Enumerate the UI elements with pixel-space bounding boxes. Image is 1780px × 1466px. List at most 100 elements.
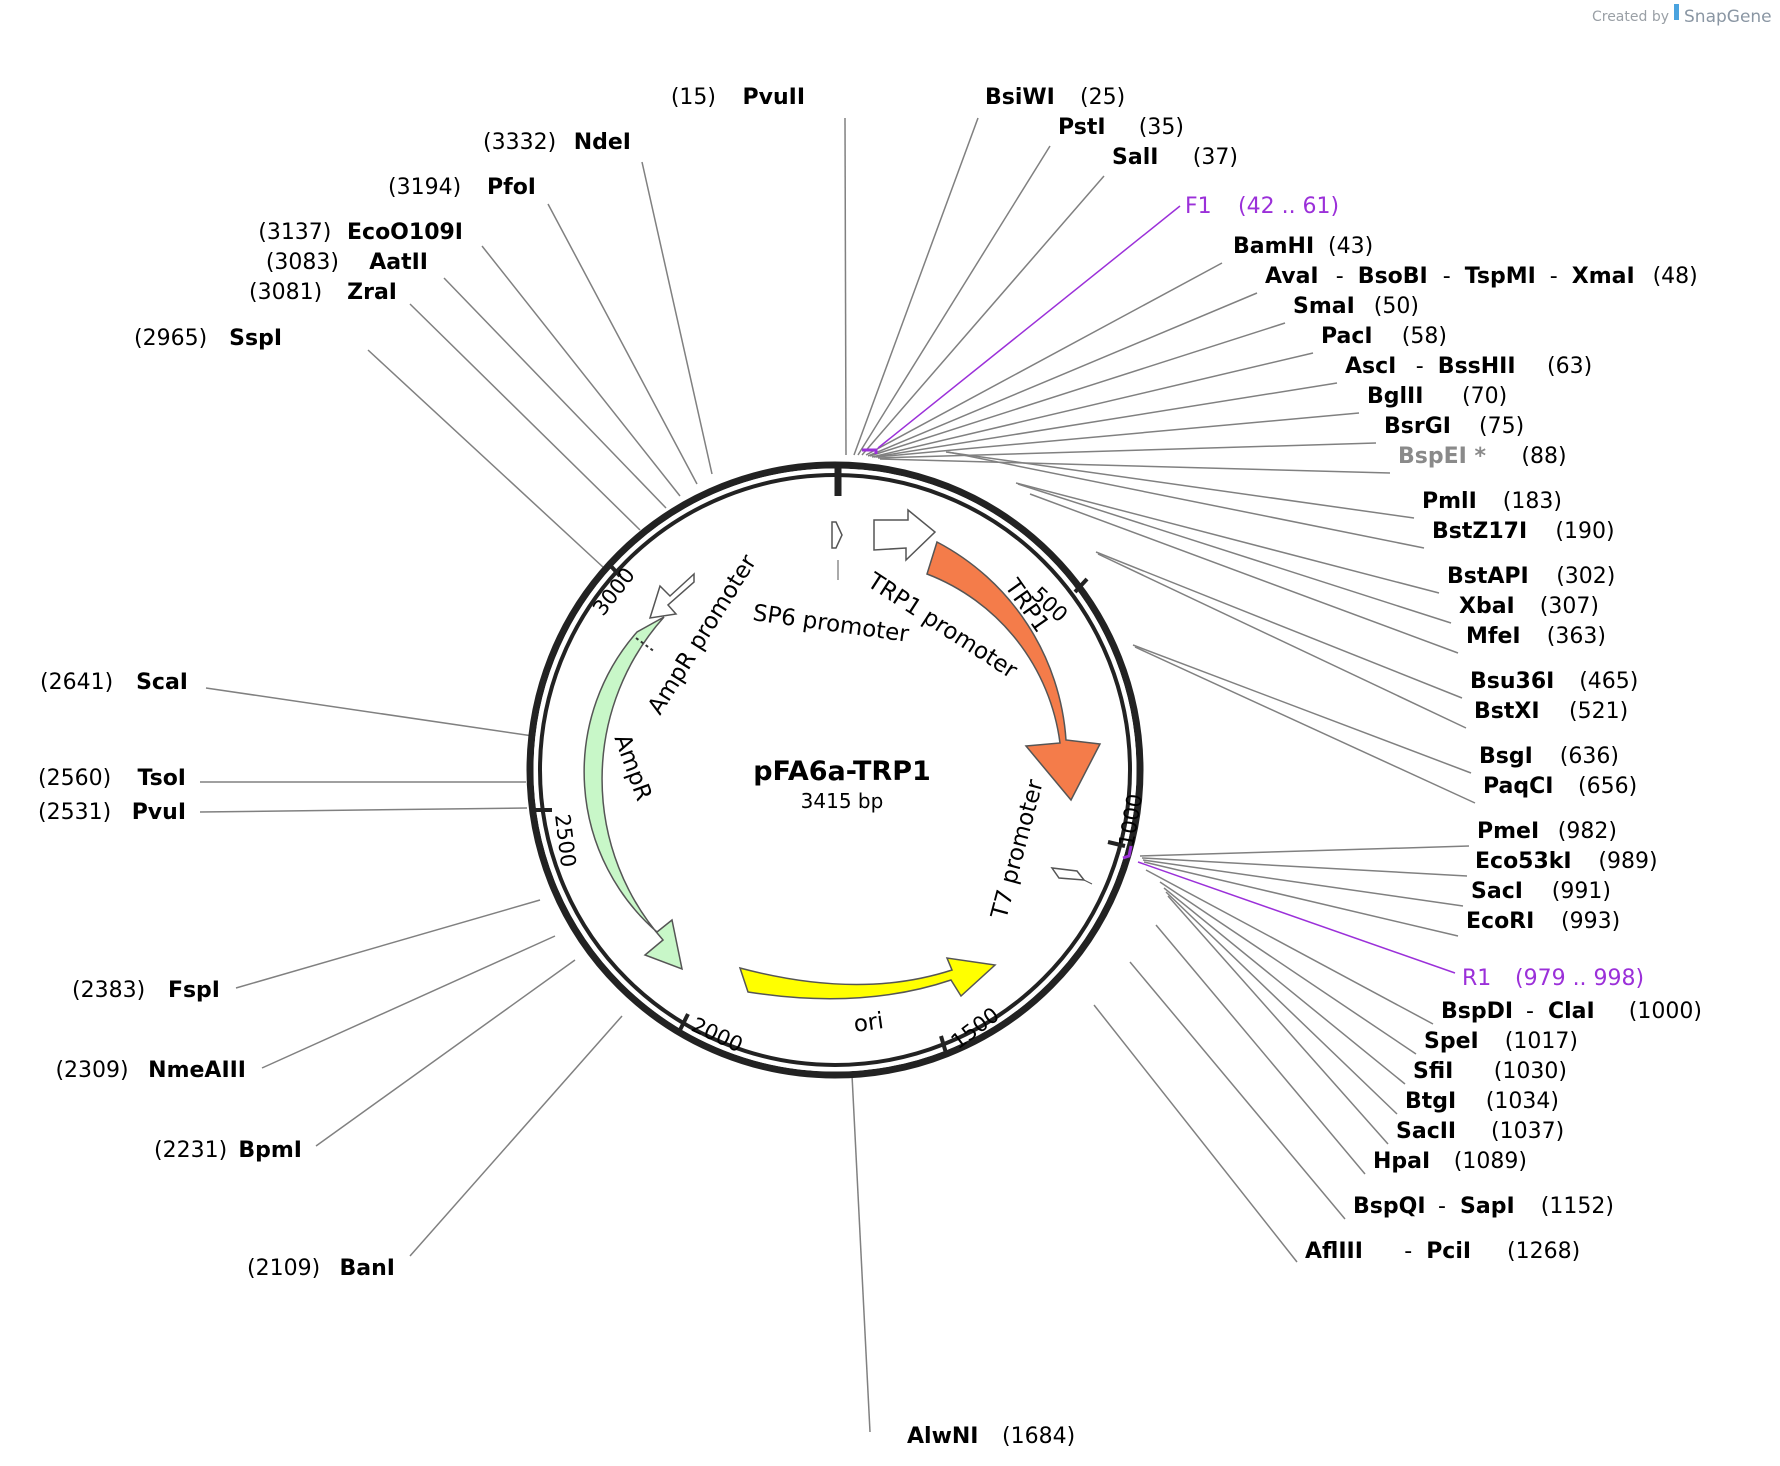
site-label-paqci[interactable]: PaqCI(656) (1483, 774, 1637, 799)
ori-arrow (738, 957, 997, 1000)
site-label-nmeaiii[interactable]: NmeAIII (2309) (55, 1058, 246, 1083)
site-label-bspqi-sapi[interactable]: BspQI-SapI(1152) (1353, 1194, 1614, 1219)
site-position: (2309) (55, 1058, 128, 1083)
site-enzyme-name: BspDI (1441, 999, 1513, 1024)
site-enzyme-name: BanI (340, 1256, 395, 1281)
site-label-afliii-pcii[interactable]: AflIII-PciI(1268) (1305, 1239, 1580, 1264)
site-leader-line (1134, 646, 1476, 804)
ampr-promoter-label: AmpR promoter (643, 550, 762, 719)
site-label-pmli[interactable]: PmlI(183) (1422, 489, 1562, 514)
site-label-pvui[interactable]: PvuI(2531) (38, 800, 186, 825)
site-label-bstapi[interactable]: BstAPI(302) (1447, 564, 1615, 589)
site-label-zrai[interactable]: ZraI(3081) (249, 280, 397, 305)
site-position: (48) (1653, 264, 1698, 289)
site-enzyme-name: AatII (369, 250, 428, 275)
site-enzyme-name: PmlI (1422, 489, 1477, 514)
site-position: (465) (1579, 669, 1638, 694)
site-name-separator: - (1336, 264, 1344, 289)
site-position: (636) (1560, 744, 1619, 769)
ampr-label: AmpR (609, 731, 657, 804)
site-label-bamhi[interactable]: BamHI(43) (1233, 234, 1373, 259)
site-label-bani[interactable]: BanI(2109) (247, 1256, 395, 1281)
site-label-sspi[interactable]: SspI(2965) (134, 326, 282, 351)
site-label-ndei[interactable]: NdeI(3332) (483, 130, 631, 155)
site-label-aatii[interactable]: AatII(3083) (266, 250, 428, 275)
site-label-eco53ki[interactable]: Eco53kI(989) (1475, 849, 1658, 874)
site-label-mfei[interactable]: MfeI(363) (1466, 624, 1606, 649)
site-leader-line (1095, 551, 1463, 699)
site-leader-line (481, 245, 681, 497)
site-label-saci[interactable]: SacI (991) (1471, 879, 1611, 904)
site-position: (1000) (1629, 999, 1702, 1024)
site-position: (37) (1193, 145, 1238, 170)
site-label-alwni[interactable]: AlwNI(1684) (907, 1424, 1075, 1449)
site-label-sfii[interactable]: SfiI(1030) (1413, 1059, 1567, 1084)
site-enzyme-name: SacII (1396, 1119, 1456, 1144)
site-leader-line (945, 451, 1415, 519)
primer-label-f1[interactable]: F1 (42 .. 61) (1185, 194, 1339, 219)
primer-range: (42 .. 61) (1238, 194, 1339, 219)
site-label-sacii[interactable]: SacII (1037) (1396, 1119, 1564, 1144)
site-enzyme-name: SspI (229, 326, 282, 351)
site-label-bspei[interactable]: BspEI *(88) (1398, 444, 1567, 469)
site-label-bsgi[interactable]: BsgI(636) (1479, 744, 1619, 769)
site-label-bsu36i[interactable]: Bsu36I(465) (1470, 669, 1638, 694)
site-enzyme-name: SacI (1471, 879, 1523, 904)
site-label-hpai[interactable]: HpaI(1089) (1373, 1149, 1527, 1174)
site-enzyme-name: BstAPI (1447, 564, 1529, 589)
site-leader-line (1139, 845, 1470, 857)
site-label-bsrgi[interactable]: BsrGI(75) (1384, 414, 1524, 439)
primer-name: F1 (1185, 194, 1212, 219)
site-position: (25) (1080, 85, 1125, 110)
site-label-fspi[interactable]: FspI(2383) (72, 978, 220, 1003)
site-label-bstz17i[interactable]: BstZ17I(190) (1432, 519, 1615, 544)
feature-ori[interactable]: ori (738, 957, 997, 1038)
site-label-tsoi[interactable]: TsoI(2560) (38, 766, 186, 791)
site-label-btgi[interactable]: BtgI(1034) (1405, 1089, 1559, 1114)
site-position: (1037) (1491, 1119, 1564, 1144)
site-label-paci[interactable]: PacI(58) (1321, 324, 1447, 349)
site-label-bpmi[interactable]: BpmI(2231) (154, 1138, 302, 1163)
primer-r1-mark (1122, 845, 1133, 860)
site-label-scai[interactable]: ScaI(2641) (40, 670, 188, 695)
site-label-avai-bsobi-tspmi-xmai[interactable]: AvaI-BsoBI-TspMI-XmaI(48) (1265, 264, 1698, 289)
site-label-spei[interactable]: SpeI(1017) (1424, 1029, 1578, 1054)
site-label-bspdi-clai[interactable]: BspDI-ClaI(1000) (1441, 999, 1702, 1024)
site-label-smai[interactable]: SmaI(50) (1293, 294, 1419, 319)
site-enzyme-name: BstZ17I (1432, 519, 1527, 544)
site-label-bsiwi[interactable]: BsiWI(25) (985, 85, 1125, 110)
site-enzyme-name: NmeAIII (148, 1058, 246, 1083)
site-label-bglii[interactable]: BglII(70) (1367, 384, 1507, 409)
feature-ampr-promoter[interactable]: AmpR promoter (643, 550, 762, 719)
site-enzyme-name: TspMI (1465, 264, 1536, 289)
feature-t7-promoter[interactable]: T7 promoter (986, 776, 1093, 923)
site-label-pfoi[interactable]: PfoI(3194) (388, 175, 536, 200)
site-position: (991) (1552, 879, 1611, 904)
site-position: (1030) (1494, 1059, 1567, 1084)
site-position: (43) (1328, 234, 1373, 259)
site-label-pvuii[interactable]: PvuII(15) (671, 85, 805, 110)
site-name-separator: - (1416, 354, 1424, 379)
site-enzyme-name: Eco53kI (1475, 849, 1572, 874)
site-enzyme-name: BsoBI (1358, 264, 1428, 289)
site-position: (1268) (1507, 1239, 1580, 1264)
sp6-promoter-label: SP6 promoter (751, 600, 911, 648)
site-label-ecori[interactable]: EcoRI(993) (1466, 909, 1620, 934)
site-label-asci-bsshii[interactable]: AscI-BssHII(63) (1345, 354, 1592, 379)
site-label-psti[interactable]: PstI(35) (1058, 115, 1184, 140)
site-enzyme-name: SalI (1112, 145, 1158, 170)
site-label-bstxi[interactable]: BstXI(521) (1474, 699, 1628, 724)
site-leader-line (1142, 859, 1464, 907)
site-label-sali[interactable]: SalI (37) (1112, 145, 1238, 170)
site-position: (1017) (1505, 1029, 1578, 1054)
snapgene-credit[interactable]: Created by SnapGene (1592, 4, 1772, 27)
tick-marks (534, 562, 1126, 1054)
primer-label-r1[interactable]: R1(979 .. 998) (1462, 966, 1644, 991)
site-enzyme-name: XbaI (1459, 594, 1515, 619)
site-enzyme-name: AvaI (1265, 264, 1319, 289)
credit-brand: SnapGene (1684, 7, 1772, 27)
site-label-pmei[interactable]: PmeI(982) (1477, 819, 1617, 844)
site-label-ecoo109i[interactable]: EcoO109I(3137) (258, 220, 463, 245)
site-leader-line (871, 352, 1314, 458)
site-label-xbai[interactable]: XbaI(307) (1459, 594, 1599, 619)
